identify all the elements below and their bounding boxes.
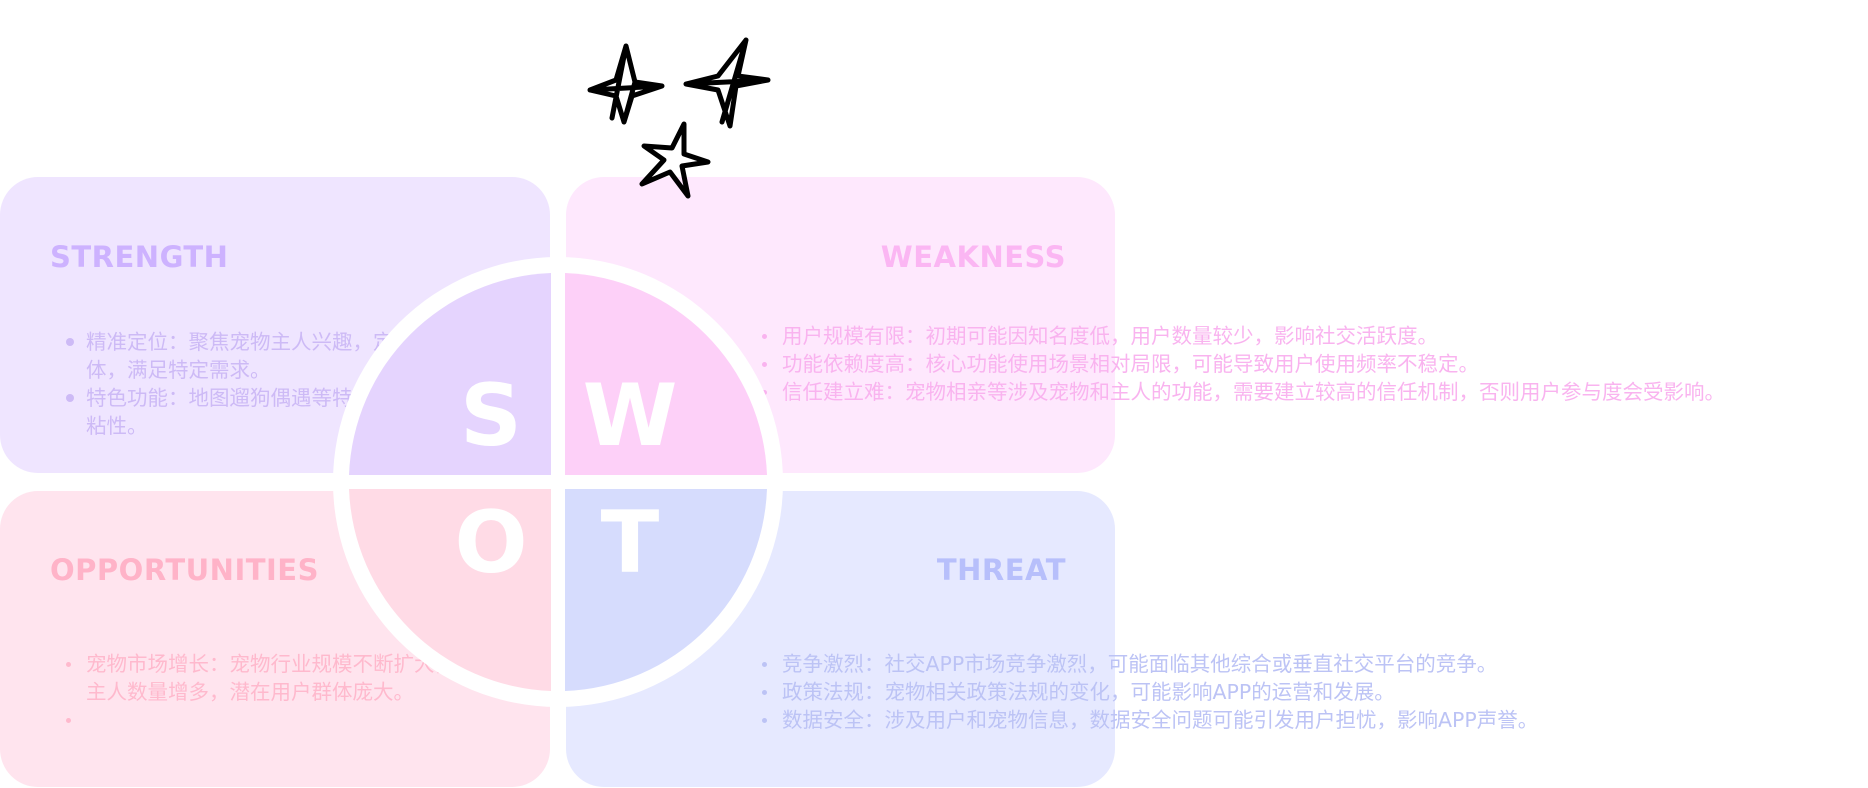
letter-s: S [460, 366, 522, 466]
threat-list: 竞争激烈：社交APP市场竞争激烈，可能面临其他综合或垂直社交平台的竞争。 政策法… [760, 650, 1860, 734]
quadrant-t [565, 489, 767, 691]
threat-title: THREAT [936, 553, 1066, 587]
strength-title: STRENGTH [50, 240, 229, 274]
quadrant-s [349, 273, 551, 475]
list-item: 数据安全：涉及用户和宠物信息，数据安全问题可能引发用户担忧，影响APP声誉。 [760, 706, 1860, 734]
quadrant-o [349, 489, 551, 691]
swot-circle: S W O T [333, 257, 783, 707]
list-item: 功能依赖度高：核心功能使用场景相对局限，可能导致用户使用频率不稳定。 [760, 350, 1860, 378]
list-item: 用户规模有限：初期可能因知名度低，用户数量较少，影响社交活跃度。 [760, 322, 1860, 350]
list-item: 政策法规：宠物相关政策法规的变化，可能影响APP的运营和发展。 [760, 678, 1860, 706]
letter-w: W [583, 366, 678, 466]
letter-t: T [601, 493, 660, 593]
weakness-list: 用户规模有限：初期可能因知名度低，用户数量较少，影响社交活跃度。 功能依赖度高：… [760, 322, 1860, 406]
circle-ring [333, 257, 783, 707]
stars-decoration [587, 37, 771, 199]
weakness-title: WEAKNESS [880, 240, 1066, 274]
list-item: 信任建立难：宠物相亲等涉及宠物和主人的功能，需要建立较高的信任机制，否则用户参与… [760, 378, 1860, 406]
opportunities-title: OPPORTUNITIES [50, 553, 320, 587]
star-icon [587, 43, 665, 125]
quadrant-w [565, 273, 767, 475]
star-icon [639, 121, 711, 199]
star-icon [683, 37, 771, 129]
list-item: 竞争激烈：社交APP市场竞争激烈，可能面临其他综合或垂直社交平台的竞争。 [760, 650, 1860, 678]
letter-o: O [454, 493, 527, 593]
